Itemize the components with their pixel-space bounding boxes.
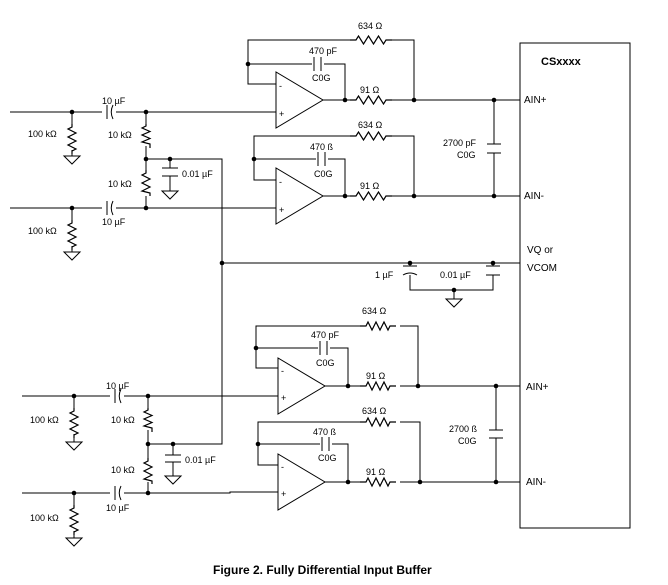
label-r-bias-3: 100 kΩ — [30, 415, 59, 425]
op-amp-1-plus: + — [279, 109, 284, 119]
label-r-out-3: 91 Ω — [366, 371, 386, 381]
bias-resistors — [66, 124, 80, 535]
label-c-vcom-1: 1 µF — [375, 270, 394, 280]
label-c-fb-1: 470 pF — [309, 46, 338, 56]
label-r-fb-3: 634 Ω — [362, 306, 387, 316]
label-c-fb-3: 470 pF — [311, 330, 340, 340]
label-r-fb-1: 634 Ω — [358, 21, 383, 31]
label-c-byp-2: 0.01 µF — [185, 455, 216, 465]
op-amp-2: - + — [275, 167, 324, 225]
label-r-fb-2: 634 Ω — [358, 120, 383, 130]
label-c-fb-4: 470 ß — [313, 427, 337, 437]
label-c0g-1: C0G — [312, 73, 331, 83]
upper-channel-wiring — [10, 39, 520, 299]
pin-vcom: VCOM — [527, 263, 557, 274]
op-amp-4-plus: + — [281, 489, 286, 499]
op-amp-1-minus: - — [279, 81, 282, 91]
op-amp-1: - + — [275, 71, 324, 129]
output-resistors — [350, 94, 396, 488]
label-c-in-2: 10 µF — [102, 217, 126, 227]
pin-ain-plus-1: AIN+ — [524, 95, 547, 106]
feedback-capacitors — [313, 57, 330, 451]
chip-block — [519, 42, 631, 529]
label-r-div-4: 10 kΩ — [111, 465, 135, 475]
label-c-fb-2: 470 ß — [310, 142, 334, 152]
label-c0g-4: C0G — [318, 453, 337, 463]
label-c-in-4: 10 µF — [106, 503, 130, 513]
label-c0g-diff-2: C0G — [458, 436, 477, 446]
op-amp-2-minus: - — [279, 177, 282, 187]
ground-symbols — [62, 155, 464, 547]
pin-vq-or: VQ or — [527, 245, 554, 256]
label-r-out-1: 91 Ω — [360, 85, 380, 95]
pin-ain-plus-2: AIN+ — [526, 382, 549, 393]
feedback-resistors — [350, 34, 396, 428]
shunt-capacitors — [162, 143, 503, 463]
divider-resistors — [140, 124, 154, 484]
label-c-diff-1: 2700 pF — [443, 138, 477, 148]
junction-dots — [69, 61, 499, 496]
label-r-bias-2: 100 kΩ — [28, 226, 57, 236]
label-c0g-3: C0G — [316, 358, 335, 368]
label-c-in-3: 10 µF — [106, 381, 130, 391]
op-amp-4-minus: - — [281, 462, 284, 472]
label-r-out-4: 91 Ω — [366, 467, 386, 477]
label-r-bias-4: 100 kΩ — [30, 513, 59, 523]
label-c0g-2: C0G — [314, 169, 333, 179]
op-amp-3: - + — [277, 357, 326, 415]
label-c-byp-1: 0.01 µF — [182, 169, 213, 179]
op-amp-2-plus: + — [279, 205, 284, 215]
chip-name: CSxxxx — [541, 56, 582, 68]
pin-ain-minus-2: AIN- — [526, 477, 546, 488]
figure-caption: Figure 2. Fully Differential Input Buffe… — [213, 563, 432, 577]
label-r-fb-4: 634 Ω — [362, 406, 387, 416]
pin-ain-minus-1: AIN- — [524, 191, 544, 202]
label-r-bias-1: 100 kΩ — [28, 129, 57, 139]
label-c-in-1: 10 µF — [102, 96, 126, 106]
label-c0g-diff-1: C0G — [457, 150, 476, 160]
input-capacitors — [106, 104, 122, 501]
label-r-div-3: 10 kΩ — [111, 415, 135, 425]
label-c-vcom-2: 0.01 µF — [440, 270, 471, 280]
label-c-diff-2: 2700 ß — [449, 424, 478, 434]
component-labels: 634 Ω 470 pF C0G 91 Ω 634 Ω 470 ß C0G 91… — [28, 21, 478, 523]
lower-channel-wiring — [22, 263, 520, 538]
op-amp-3-plus: + — [281, 393, 286, 403]
op-amp-4: - + — [277, 453, 326, 511]
op-amp-3-minus: - — [281, 366, 284, 376]
label-r-div-1: 10 kΩ — [108, 130, 132, 140]
label-r-out-2: 91 Ω — [360, 181, 380, 191]
label-r-div-2: 10 kΩ — [108, 179, 132, 189]
